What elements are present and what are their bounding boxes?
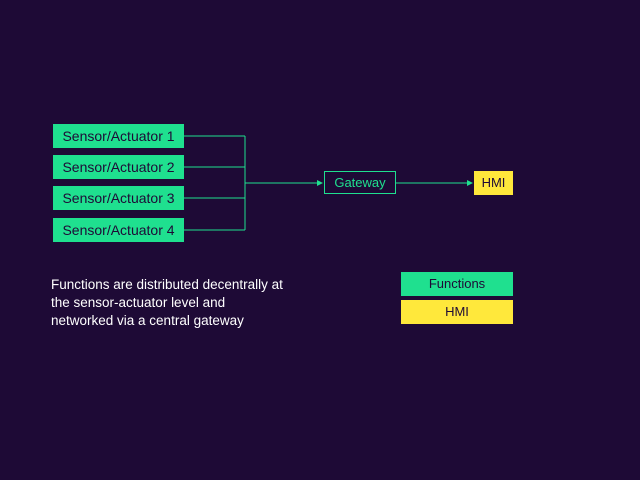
sensor-actuator-1-box: Sensor/Actuator 1 (53, 124, 184, 148)
description-text: Functions are distributed decentrally at… (51, 276, 341, 330)
sensor-actuator-2-box: Sensor/Actuator 2 (53, 155, 184, 179)
gateway-box: Gateway (324, 171, 396, 194)
sensor-actuator-3-box: Sensor/Actuator 3 (53, 186, 184, 210)
description-line-1: Functions are distributed decentrally at (51, 277, 283, 292)
sensor-actuator-4-box: Sensor/Actuator 4 (53, 218, 184, 242)
legend-hmi: HMI (401, 300, 513, 324)
description-line-3: networked via a central gateway (51, 313, 244, 328)
legend-functions: Functions (401, 272, 513, 296)
description-line-2: the sensor-actuator level and (51, 295, 226, 310)
hmi-box: HMI (474, 171, 513, 195)
